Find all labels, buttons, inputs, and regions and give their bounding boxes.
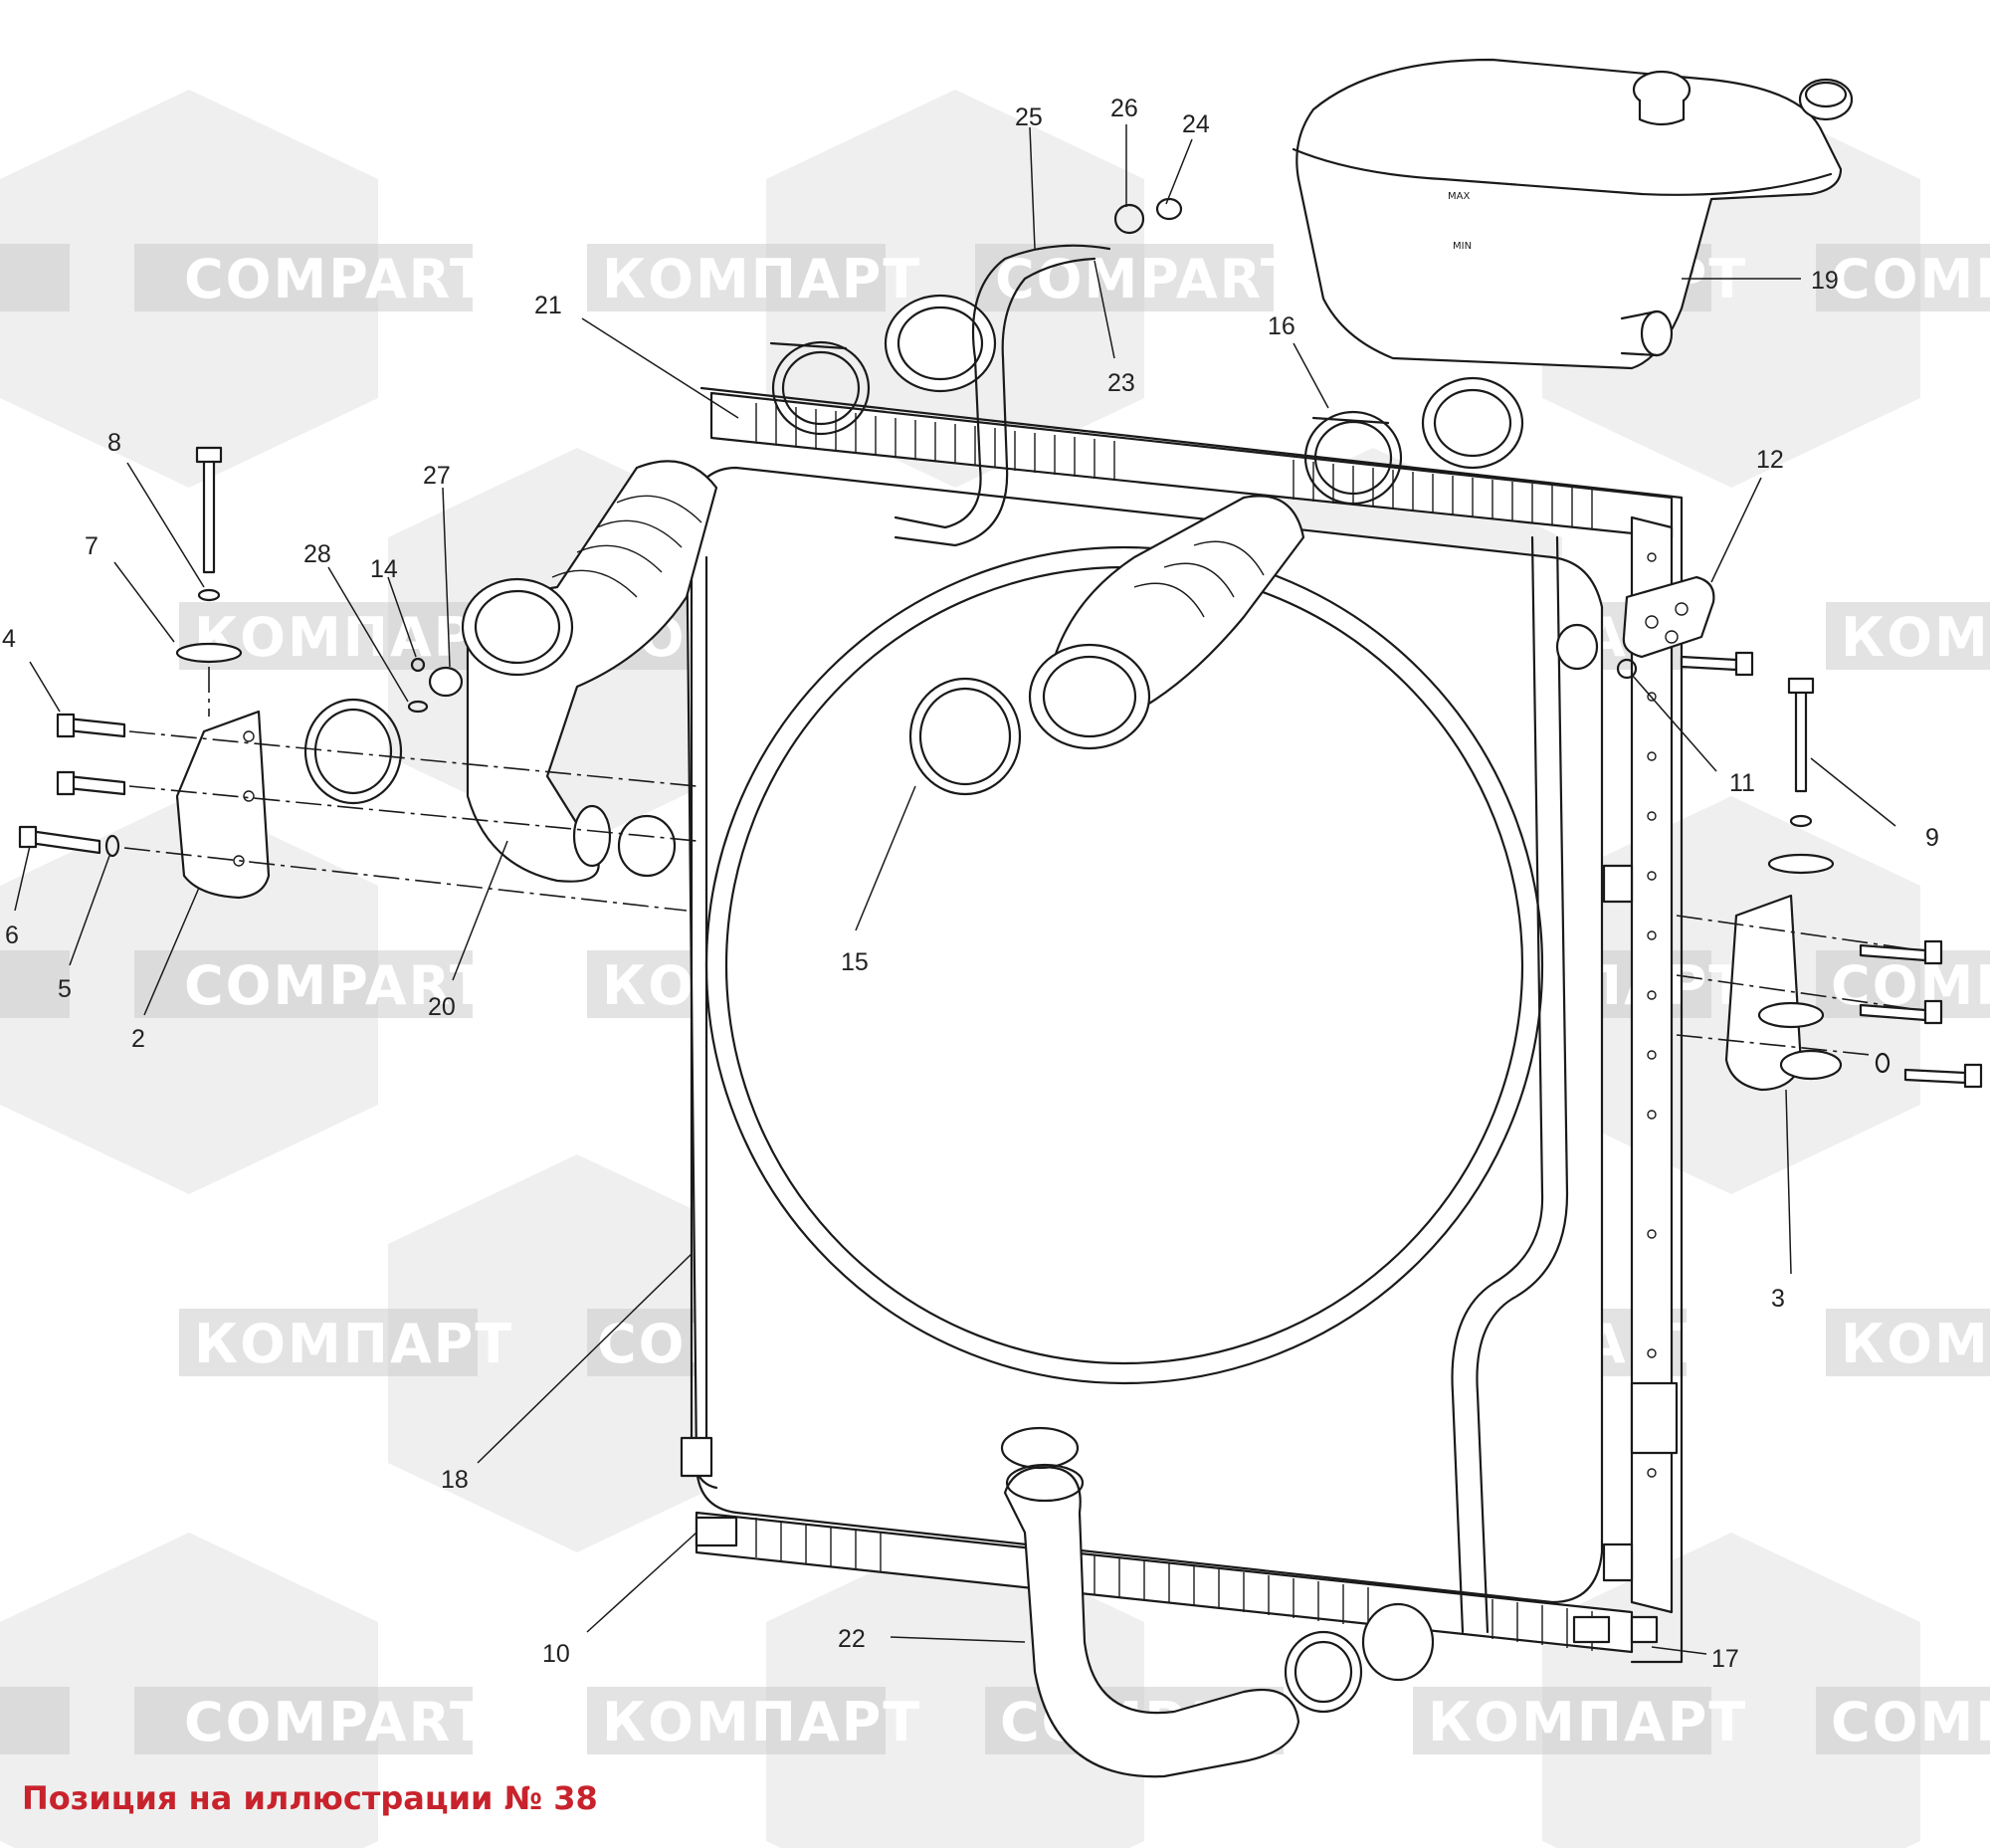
watermark-text: COMPART xyxy=(184,248,489,310)
watermark-text: КОМПАРТ xyxy=(194,1313,513,1375)
callout-26: 26 xyxy=(1110,95,1138,122)
clamp-28 xyxy=(303,698,403,805)
hose-25 xyxy=(894,244,1111,529)
callout-numbers: 2 3 4 5 6 7 8 9 10 11 12 14 15 16 17 18 … xyxy=(2,95,1939,1673)
rail-holes xyxy=(1647,552,1657,1478)
hose-22 xyxy=(1000,1426,1300,1778)
left-mount-bracket xyxy=(18,446,697,912)
watermark-text: COMPART xyxy=(1831,1691,1990,1753)
callout-4: 4 xyxy=(2,625,16,653)
callout-12: 12 xyxy=(1756,446,1784,474)
callout-11: 11 xyxy=(1729,769,1755,797)
watermark-text: КОМПАРТ xyxy=(1841,606,1990,669)
callout-2: 2 xyxy=(131,1025,145,1053)
callout-16: 16 xyxy=(1268,312,1295,340)
illustration-caption: Позиция на иллюстрации № 38 xyxy=(22,1779,598,1817)
tank-max-mark: MAX xyxy=(1448,191,1470,202)
callout-23: 23 xyxy=(1107,369,1135,397)
hose-20 xyxy=(461,460,718,883)
bottom-tank-fins xyxy=(755,1518,1593,1651)
callout-14: 14 xyxy=(370,555,398,583)
callout-17: 17 xyxy=(1711,1645,1739,1673)
clip-27 xyxy=(428,666,464,698)
callout-3: 3 xyxy=(1771,1285,1785,1313)
callout-21: 21 xyxy=(534,292,562,319)
watermark-text: COMPART xyxy=(184,1691,489,1753)
callout-9: 9 xyxy=(1925,824,1939,852)
clamp-26 xyxy=(1113,203,1145,235)
callout-27: 27 xyxy=(423,462,451,490)
callout-24: 24 xyxy=(1182,110,1210,138)
callout-8: 8 xyxy=(107,429,121,457)
clamp-15 xyxy=(908,677,1022,796)
watermark-text: КОМПАРТ xyxy=(1428,1691,1747,1753)
callout-19: 19 xyxy=(1811,267,1839,295)
watermark-text: КОМПАРТ xyxy=(602,1691,921,1753)
callout-18: 18 xyxy=(441,1466,469,1494)
tank-min-mark: MIN xyxy=(1453,241,1472,252)
callout-28: 28 xyxy=(303,540,331,568)
watermark-text: COMPART xyxy=(184,954,489,1017)
inlet-pipes xyxy=(769,294,1524,506)
watermark-text: COMPART xyxy=(1831,248,1990,310)
callout-25: 25 xyxy=(1015,103,1043,131)
callout-20: 20 xyxy=(428,993,456,1021)
callout-7: 7 xyxy=(85,532,99,560)
callout-10: 10 xyxy=(542,1640,570,1668)
watermark-text: COMPART xyxy=(995,248,1299,310)
callout-22: 22 xyxy=(838,1625,866,1653)
bracket-12 xyxy=(1555,575,1715,680)
watermark-text: КОМПАРТ xyxy=(194,606,513,669)
callout-5: 5 xyxy=(58,975,72,1003)
callout-6: 6 xyxy=(5,922,19,949)
hose-right xyxy=(1028,495,1305,750)
watermark-text: КОМПАРТ xyxy=(1841,1313,1990,1375)
watermark-text: COMPART xyxy=(1831,954,1990,1017)
callout-15: 15 xyxy=(841,948,869,976)
leader-lines xyxy=(14,124,1896,1655)
expansion-tank: MAX MIN xyxy=(1292,58,1854,370)
right-mount-bracket xyxy=(1676,651,1983,1092)
watermark-text: КОМПАРТ xyxy=(602,248,921,310)
clamp-24 xyxy=(1155,197,1183,221)
